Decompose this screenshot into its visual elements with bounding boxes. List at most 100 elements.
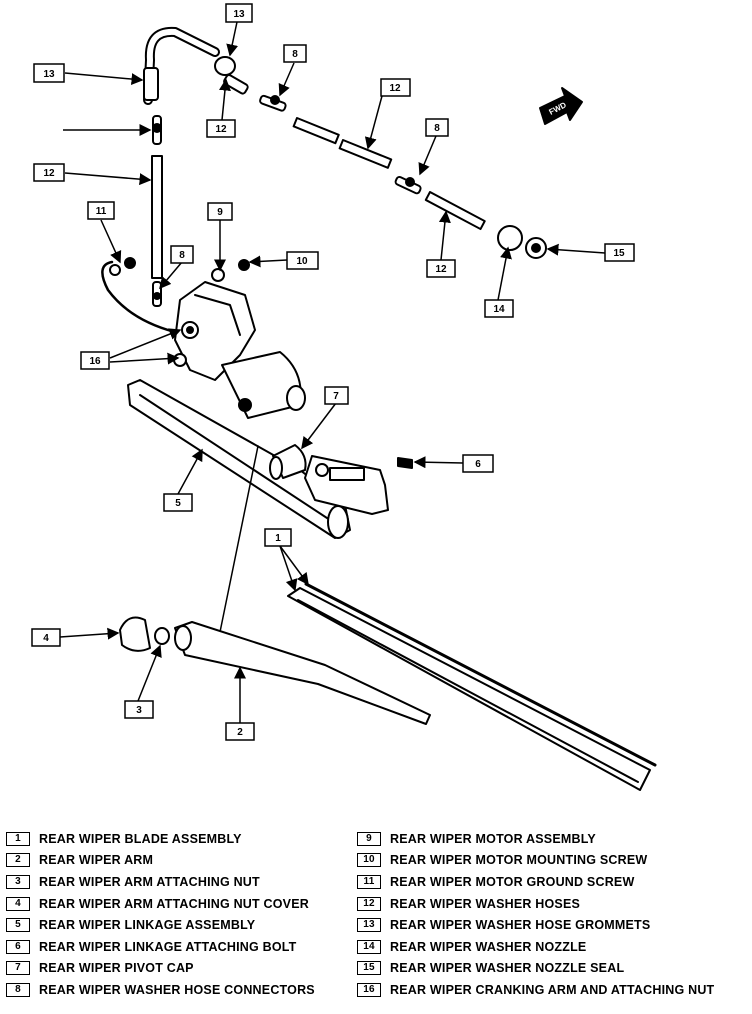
callout-15: 15 xyxy=(604,243,635,262)
svg-text:4: 4 xyxy=(43,633,49,644)
legend-item: 7 REAR WIPER PIVOT CAP xyxy=(6,958,315,980)
callout-6: 6 xyxy=(462,454,494,473)
forward-direction-arrow: FWD xyxy=(539,87,583,125)
washer-nozzle-14 xyxy=(497,225,523,251)
legend-label: REAR WIPER WASHER HOSE CONNECTORS xyxy=(39,982,315,997)
legend-label: REAR WIPER MOTOR MOUNTING SCREW xyxy=(390,853,648,868)
svg-text:1: 1 xyxy=(275,533,281,544)
callout-1: 1 xyxy=(264,528,292,547)
callout-5: 5 xyxy=(163,493,193,512)
hose-connector-8-left xyxy=(152,115,162,145)
svg-text:6: 6 xyxy=(475,459,481,470)
legend-number: 13 xyxy=(357,918,381,933)
legend-number: 8 xyxy=(6,982,30,997)
callout-16: 16 xyxy=(80,351,110,370)
svg-text:12: 12 xyxy=(215,124,227,135)
legend-label: REAR WIPER LINKAGE ATTACHING BOLT xyxy=(39,939,297,954)
callout-8-motor: 8 xyxy=(170,245,194,264)
legend-number: 5 xyxy=(6,918,30,933)
svg-text:5: 5 xyxy=(175,498,181,509)
svg-text:7: 7 xyxy=(333,391,339,402)
legend-number: 14 xyxy=(357,939,381,954)
svg-text:8: 8 xyxy=(292,49,298,60)
wiper-motor-assembly-9 xyxy=(173,259,306,419)
legend-number: 1 xyxy=(6,831,30,846)
svg-text:2: 2 xyxy=(237,727,243,738)
arm-nut-3 xyxy=(154,627,170,645)
legend-number: 11 xyxy=(357,874,381,889)
ground-wire xyxy=(101,257,177,334)
legend-number: 2 xyxy=(6,853,30,868)
svg-text:10: 10 xyxy=(296,256,308,267)
legend-label: REAR WIPER MOTOR GROUND SCREW xyxy=(390,874,635,889)
callout-14: 14 xyxy=(484,299,514,318)
washer-hose-12-c xyxy=(424,191,486,231)
exploded-parts-diagram: FWD xyxy=(31,3,657,791)
legend-item: 12 REAR WIPER WASHER HOSES xyxy=(357,893,714,915)
wiper-linkage-assembly-5 xyxy=(127,379,351,539)
legend-label: REAR WIPER WASHER NOZZLE SEAL xyxy=(390,961,625,976)
linkage-bolt-6 xyxy=(397,457,413,469)
svg-text:9: 9 xyxy=(217,207,223,218)
svg-text:12: 12 xyxy=(435,264,447,275)
legend-item: 11 REAR WIPER MOTOR GROUND SCREW xyxy=(357,871,714,893)
wiper-arm-2 xyxy=(174,621,431,725)
legend-label: REAR WIPER PIVOT CAP xyxy=(39,961,194,976)
svg-text:13: 13 xyxy=(233,9,245,20)
callout-3: 3 xyxy=(124,700,154,719)
washer-hose-12-b xyxy=(338,139,393,169)
callout-11: 11 xyxy=(87,201,115,220)
callout-12-right: 12 xyxy=(426,259,456,278)
nut-cover-4 xyxy=(119,616,151,652)
callout-13-top: 13 xyxy=(225,3,253,23)
legend-label: REAR WIPER MOTOR ASSEMBLY xyxy=(390,831,596,846)
legend-label: REAR WIPER BLADE ASSEMBLY xyxy=(39,831,242,846)
legend-item: 13 REAR WIPER WASHER HOSE GROMMETS xyxy=(357,914,714,936)
svg-text:11: 11 xyxy=(96,206,107,217)
callout-12-left: 12 xyxy=(33,163,65,182)
legend-item: 9 REAR WIPER MOTOR ASSEMBLY xyxy=(357,828,714,850)
washer-hose-12-a xyxy=(292,117,340,145)
legend-item: 8 REAR WIPER WASHER HOSE CONNECTORS xyxy=(6,979,315,1001)
callout-12-top: 12 xyxy=(206,119,236,138)
svg-text:13: 13 xyxy=(43,69,55,80)
legend-number: 7 xyxy=(6,961,30,976)
pivot-bracket xyxy=(304,455,389,515)
callout-8-top: 8 xyxy=(283,44,307,63)
legend-number: 4 xyxy=(6,896,30,911)
washer-hose-12-left xyxy=(151,155,163,279)
legend-label: REAR WIPER WASHER HOSES xyxy=(390,896,581,911)
legend-label: REAR WIPER ARM xyxy=(39,853,154,868)
svg-text:8: 8 xyxy=(434,123,440,134)
svg-text:16: 16 xyxy=(89,356,101,367)
callout-13-left: 13 xyxy=(33,63,65,83)
legend-label: REAR WIPER CRANKING ARM AND ATTACHING NU… xyxy=(390,982,715,997)
svg-text:14: 14 xyxy=(493,304,505,315)
callout-10: 10 xyxy=(286,251,319,270)
legend-number: 9 xyxy=(357,831,381,846)
legend-item: 16 REAR WIPER CRANKING ARM AND ATTACHING … xyxy=(357,979,714,1001)
hose-connector-8-right xyxy=(394,175,422,195)
legend-number: 3 xyxy=(6,874,30,889)
svg-text:8: 8 xyxy=(179,250,185,261)
legend-number: 12 xyxy=(357,896,381,911)
legend-item: 14 REAR WIPER WASHER NOZZLE xyxy=(357,936,714,958)
callout-4: 4 xyxy=(31,628,61,647)
hose-connector-8-motor xyxy=(152,281,162,307)
legend-number: 16 xyxy=(357,982,381,997)
legend-label: REAR WIPER WASHER NOZZLE xyxy=(390,939,587,954)
callout-12-mid: 12 xyxy=(380,78,411,97)
callout-7: 7 xyxy=(324,386,349,405)
legend-label: REAR WIPER WASHER HOSE GROMMETS xyxy=(390,918,651,933)
svg-text:15: 15 xyxy=(613,248,625,259)
callout-9: 9 xyxy=(207,202,233,221)
pivot-cap-7 xyxy=(269,444,307,480)
legend-left-column: 1 REAR WIPER BLADE ASSEMBLY 2 REAR WIPER A… xyxy=(6,828,315,1001)
